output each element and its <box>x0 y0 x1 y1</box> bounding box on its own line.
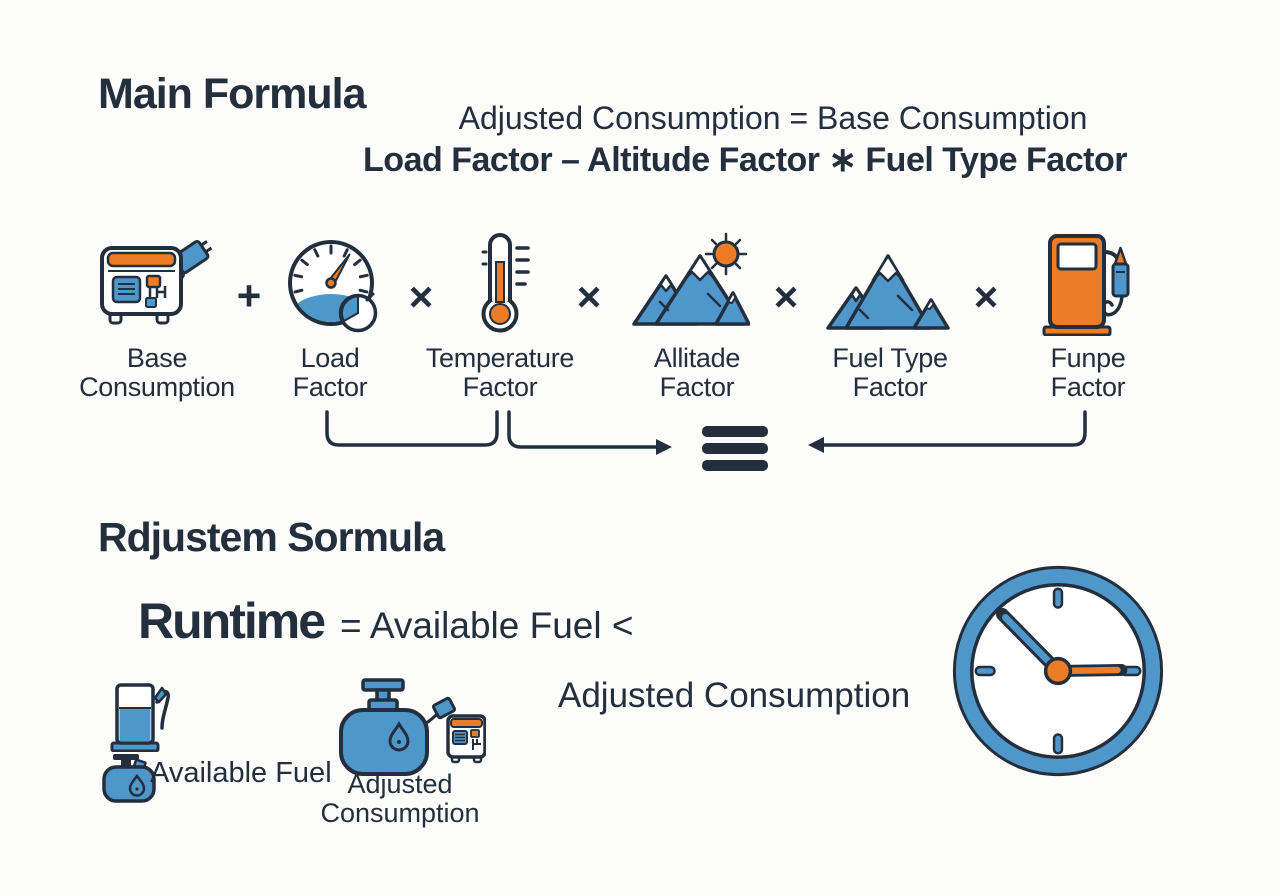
multiply-operator-1: × <box>408 273 434 320</box>
term-label-load-factor: Load Factor <box>292 343 368 402</box>
fuel-station-icon <box>110 683 170 752</box>
fuel-pump-icon <box>1042 234 1130 336</box>
formula-line-1: Adjusted Consumption = Base Consumption <box>458 100 1088 136</box>
triple-bar-icon <box>702 426 768 471</box>
multiply-operator-4: × <box>973 273 999 320</box>
gauge-icon <box>288 240 378 333</box>
formula-line-2: Load Factor – Altitude Factor ∗ Fuel Typ… <box>363 140 1127 179</box>
term-label-altitude-factor: Allitade Factor <box>653 343 741 402</box>
right-arrowhead-icon <box>656 439 672 455</box>
bracket-connector <box>325 410 499 447</box>
main-formula-text: Adjusted Consumption = Base Consumption … <box>330 98 1160 182</box>
term-label-temperature-factor: Temperature Factor <box>425 343 575 402</box>
runtime-equation-rest: = Available Fuel < <box>340 605 634 646</box>
page-title: Main Formula <box>98 70 367 118</box>
tank-label: Adjusted Consumption <box>320 769 480 828</box>
multiply-operator-3: × <box>773 273 799 320</box>
fuel-tank-icon <box>339 678 486 776</box>
small-generator-icon <box>446 714 486 764</box>
runtime-word: Runtime <box>138 593 326 649</box>
secondary-title: Rdjustem Sormula <box>98 514 445 560</box>
clock-icon <box>952 565 1164 777</box>
plus-operator: + <box>236 272 262 319</box>
mountain-icon <box>826 254 950 330</box>
term-label-fuel-type-factor: Fuel Type Factor <box>832 343 948 402</box>
mountain-sun-icon <box>632 232 750 326</box>
generator-icon <box>100 239 213 325</box>
runtime-equation: Runtime = Available Fuel < <box>138 592 633 650</box>
term-label-pump-factor: Funpe Factor <box>1050 343 1126 402</box>
plug-icon <box>431 696 457 720</box>
adjusted-consumption-text: Adjusted Consumption <box>558 676 911 715</box>
multiply-operator-2: × <box>576 273 602 320</box>
thermometer-icon <box>481 233 530 333</box>
arrow-connector-left <box>507 410 660 449</box>
fuel-can-icon <box>102 754 156 803</box>
left-arrowhead-icon <box>808 437 824 453</box>
available-fuel-label: Available Fuel <box>150 757 332 789</box>
term-label-base-consumption: Base Consumption <box>79 343 235 402</box>
arrow-connector-right <box>820 410 1087 447</box>
